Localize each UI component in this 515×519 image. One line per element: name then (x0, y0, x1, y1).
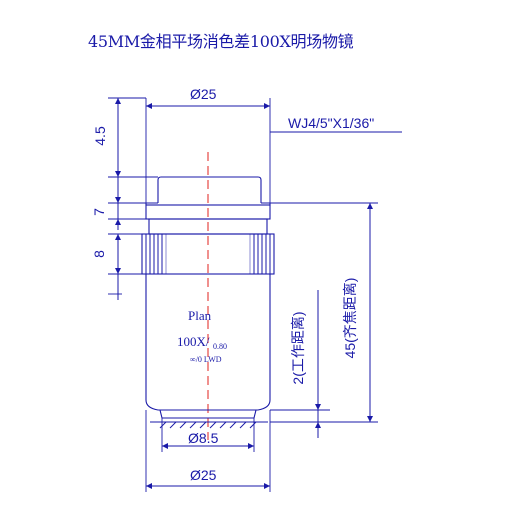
front-diameter-label: Ø8.5 (188, 430, 219, 446)
label-plan: Plan (188, 308, 212, 323)
band-height-label: 7 (91, 208, 107, 216)
label-tube: ∞/0 LWD (190, 355, 222, 364)
top-diameter-label: Ø25 (190, 86, 217, 102)
knurl-lines (145, 234, 271, 274)
cap-height-label: 4.5 (92, 126, 108, 146)
working-distance-label: 2(工作距离) (290, 311, 306, 384)
specimen-surface (150, 421, 268, 429)
knurl-height-label: 8 (91, 250, 107, 258)
parfocal-distance-label: 45(齐焦距离) (342, 278, 358, 359)
objective-body (145, 274, 271, 411)
bottom-diameter-label: Ø25 (190, 467, 217, 483)
thread-cap (157, 176, 262, 203)
label-magnification: 100X/ (177, 334, 210, 349)
drawing-title: 45MM金相平场消色差100X明场物镜 (88, 32, 354, 51)
thread-label: WJ4/5"X1/36" (288, 115, 374, 131)
knurled-ring (141, 233, 275, 275)
label-na: 0.80 (213, 342, 227, 351)
